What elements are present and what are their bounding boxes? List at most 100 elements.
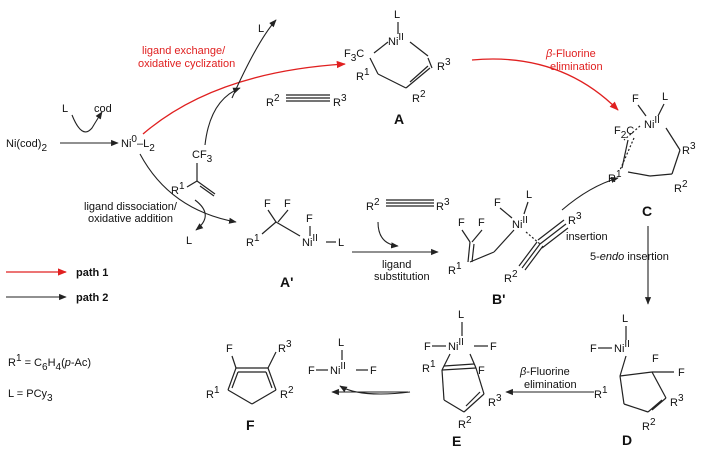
nif2l-byproduct: L F NiII F (308, 337, 377, 377)
svg-text:R2: R2 (412, 89, 426, 105)
alkyne-reagent-mid: R2 R3 (366, 197, 450, 213)
step-ligand: ligand (382, 259, 411, 271)
svg-text:F: F (284, 198, 291, 210)
curl-alkyne-mid (377, 221, 399, 249)
svg-text:F: F (490, 341, 497, 353)
svg-text:D: D (622, 432, 632, 448)
curl-up-from-alkene (204, 87, 241, 146)
compound-E: L F NiII F F R1 R3 R2 E (422, 309, 502, 449)
svg-text:F2C: F2C (614, 125, 634, 141)
svg-text:R1: R1 (594, 385, 608, 401)
svg-text:L: L (526, 189, 532, 201)
svg-text:NiII: NiII (614, 339, 630, 355)
svg-text:L: L (662, 91, 668, 103)
svg-text:L: L (338, 237, 344, 249)
step-oxidative-cyclization: oxidative cyclization (138, 58, 235, 70)
substrate-cf3-alkene: CF3 R1 (171, 149, 216, 197)
arrow-path1-to-A (142, 60, 346, 135)
compound-Aprime: F F R1 F NiII L A' (246, 198, 344, 290)
svg-text:R1: R1 (206, 385, 220, 401)
alkyne-reagent-top: R2 R3 (266, 93, 347, 109)
arrow-A-to-C (471, 58, 619, 111)
svg-text:R3: R3 (278, 339, 292, 355)
svg-text:F: F (632, 93, 639, 105)
compound-F-product: F R3 R1 R2 F (206, 339, 294, 433)
svg-text:F: F (478, 365, 485, 377)
svg-text:R3: R3 (437, 57, 451, 73)
svg-text:F: F (308, 365, 315, 377)
svg-text:F: F (478, 217, 485, 229)
svg-text:Ni(cod)2: Ni(cod)2 (6, 138, 47, 154)
svg-text:R3: R3 (568, 211, 582, 227)
step-elimination-2: elimination (524, 379, 577, 391)
released-L-mid: L (186, 235, 192, 247)
svg-text:R2: R2 (674, 179, 688, 195)
svg-text:CF3: CF3 (192, 149, 213, 165)
curl-L-cod (71, 111, 103, 133)
svg-text:R1: R1 (356, 67, 370, 83)
legend-path2-label: path 2 (76, 292, 108, 304)
svg-text:L: L (458, 309, 464, 321)
svg-text:C: C (642, 203, 652, 219)
svg-text:B': B' (492, 291, 505, 307)
compound-C: F L NiII F2C R3 R1 R2 C (608, 91, 696, 219)
svg-text:L: L (622, 313, 628, 325)
svg-text:F: F (494, 197, 501, 209)
step-ligand-exchange: ligand exchange/ (142, 45, 226, 57)
def-L: L = PCy3 (8, 388, 53, 404)
step-ligand-dissociation: ligand dissociation/ (84, 201, 178, 213)
svg-text:NiII: NiII (512, 215, 528, 231)
step-substitution: substitution (374, 271, 430, 283)
svg-text:NiII: NiII (388, 32, 404, 48)
svg-text:NiII: NiII (644, 115, 660, 131)
start-nicod2: Ni(cod)2 (6, 138, 47, 154)
curl-alkyne-in (231, 19, 277, 99)
compound-D: L F NiII F F R3 R1 R2 D (590, 313, 685, 448)
svg-text:L: L (338, 337, 344, 349)
step-beta-fluorine-1: β-Fluorine (545, 48, 596, 60)
compound-Bprime: L F NiII F F R1 R3 R2 B' (448, 189, 582, 307)
svg-text:F: F (264, 198, 271, 210)
svg-text:F: F (226, 343, 233, 355)
legend: path 1 path 2 (6, 267, 108, 304)
svg-text:R2: R2 (504, 269, 518, 285)
svg-text:R1: R1 (422, 359, 436, 375)
svg-text:R2: R2 (366, 197, 380, 213)
curl-L-out (194, 199, 206, 231)
svg-text:R1: R1 (171, 181, 185, 197)
svg-text:R2: R2 (266, 93, 280, 109)
step-beta-fluorine-2: β-Fluorine (519, 366, 570, 378)
svg-text:A': A' (280, 274, 293, 290)
arrow-Bprime-to-C (561, 176, 619, 211)
svg-text:A: A (394, 111, 404, 127)
byproduct-cod: cod (94, 103, 112, 115)
svg-text:R3: R3 (488, 393, 502, 409)
svg-text:F: F (652, 353, 659, 365)
svg-text:R3: R3 (436, 197, 450, 213)
svg-text:NiII: NiII (302, 233, 318, 249)
svg-text:R1: R1 (608, 169, 622, 185)
step-oxidative-addition: oxidative addition (88, 213, 173, 225)
ni0-l2: Ni0–L2 (121, 134, 155, 154)
svg-text:F: F (458, 217, 465, 229)
svg-text:F: F (424, 341, 431, 353)
svg-text:F: F (370, 365, 377, 377)
svg-text:R1: R1 (448, 261, 462, 277)
svg-text:F: F (246, 417, 255, 433)
svg-text:R2: R2 (458, 415, 472, 431)
svg-text:F: F (306, 213, 313, 225)
svg-text:R3: R3 (333, 93, 347, 109)
svg-text:NiII: NiII (448, 337, 464, 353)
svg-text:L: L (394, 9, 400, 21)
svg-text:Ni0–L2: Ni0–L2 (121, 134, 155, 154)
svg-text:R2: R2 (642, 417, 656, 433)
released-L-top: L (258, 23, 264, 35)
curl-E-to-F (339, 385, 411, 395)
arrow-path2-to-Aprime (139, 153, 237, 224)
step-insertion: insertion (566, 231, 608, 243)
svg-text:R1: R1 (246, 233, 260, 249)
svg-text:NiII: NiII (330, 361, 346, 377)
svg-text:F: F (678, 367, 685, 379)
def-R1: R1 = C6H4(p-Ac) (8, 353, 91, 373)
reagent-L-start: L (62, 103, 68, 115)
